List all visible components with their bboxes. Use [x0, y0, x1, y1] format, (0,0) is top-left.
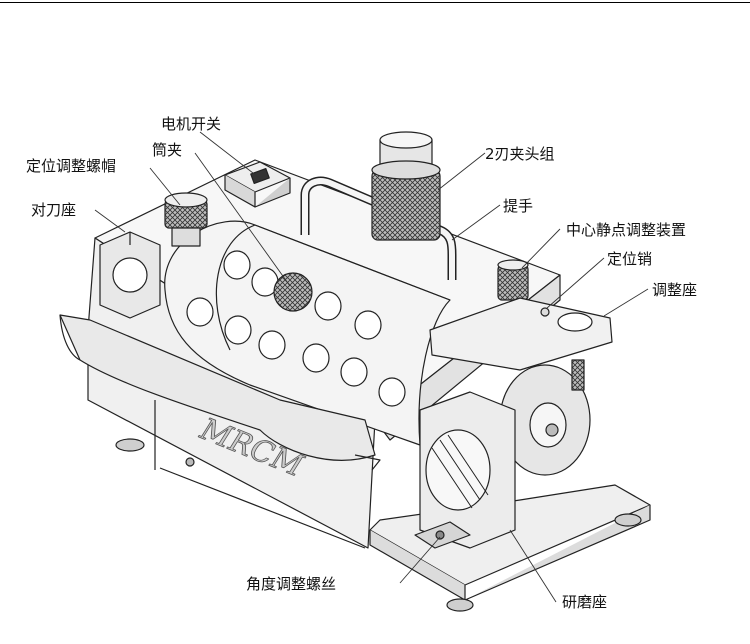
foot-left	[115, 438, 145, 452]
label-positioning-pin: 定位销	[607, 250, 653, 268]
drum-hole	[224, 315, 252, 345]
label-grinding-seat: 研磨座	[562, 593, 608, 611]
motor-switch	[250, 167, 270, 185]
leader-tool-seat	[94, 209, 126, 233]
leader-collet	[194, 152, 291, 287]
chuck-group	[371, 169, 441, 241]
drum-hole	[314, 291, 342, 321]
leader-handle	[451, 204, 501, 241]
drum-hole	[258, 330, 286, 360]
leader-angle-screw	[399, 536, 441, 584]
foot-front	[446, 598, 474, 612]
positioning-pin	[540, 307, 550, 317]
label-handle: 提手	[503, 197, 534, 215]
leader-adjust-seat	[603, 288, 649, 317]
drum-hole	[340, 357, 368, 387]
label-positioning-cap: 定位调整螺帽	[26, 157, 117, 175]
leader-grinding-seat	[509, 529, 557, 603]
drum-hole	[354, 310, 382, 340]
drum-hole	[186, 297, 214, 327]
label-adjust-seat: 调整座	[652, 281, 698, 299]
leader-center-adjust	[521, 228, 561, 269]
drum-hole	[378, 377, 406, 407]
leader-positioning-pin	[546, 257, 605, 309]
label-tool-seat: 对刀座	[31, 201, 77, 219]
label-motor-switch: 电机开关	[161, 115, 222, 133]
foot-right	[614, 513, 642, 527]
label-chuck-group: 2刃夹头组	[485, 145, 555, 163]
label-collet: 筒夹	[152, 141, 183, 159]
collet-part	[273, 272, 313, 312]
label-center-adjust: 中心静点调整装置	[566, 221, 687, 239]
label-angle-screw: 角度调整螺丝	[246, 575, 337, 593]
leader-positioning-cap	[149, 167, 181, 206]
leader-motor-switch	[199, 131, 263, 181]
drum-hole	[302, 343, 330, 373]
leader-chuck-group	[437, 152, 486, 191]
top-border-line	[0, 2, 750, 3]
drum-hole	[223, 250, 251, 280]
